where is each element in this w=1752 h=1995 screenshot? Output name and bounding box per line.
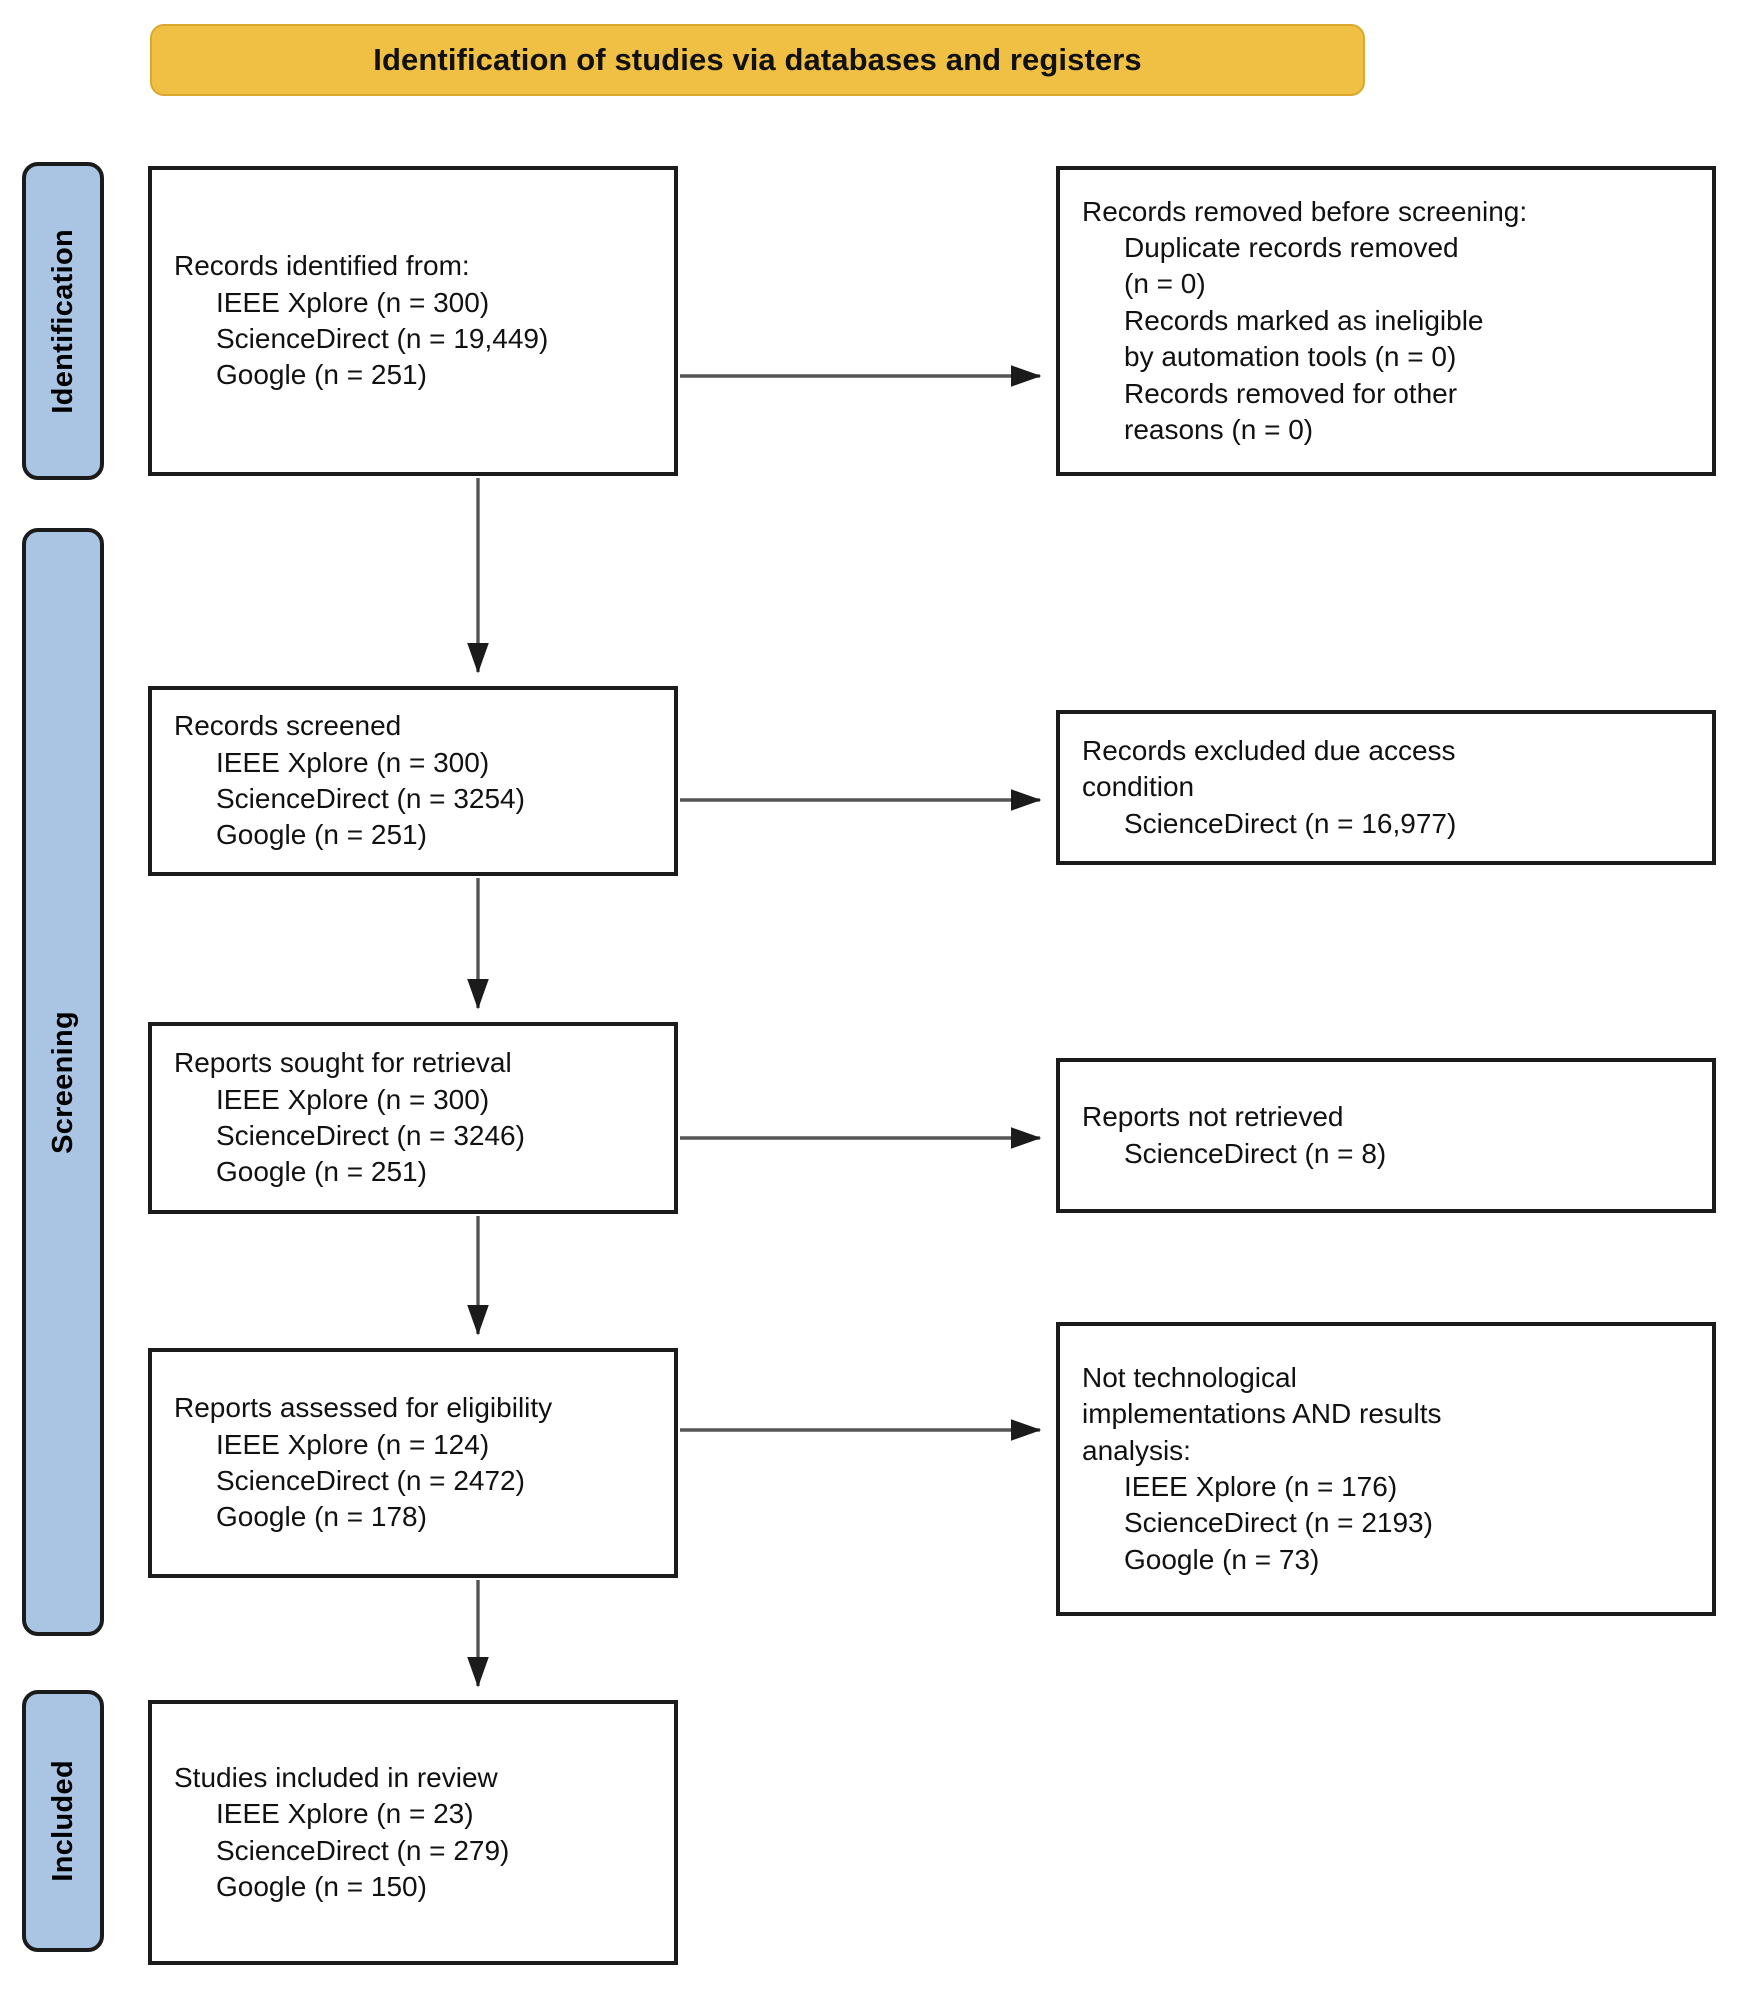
diagram-title: Identification of studies via databases … (373, 42, 1142, 77)
box-studies-included-title: Studies included in review (174, 1761, 498, 1793)
box-reports-assessed-line-1: IEEE Xplore (n = 124) (216, 1428, 490, 1460)
stage-label-screening-text: Screening (46, 1010, 79, 1154)
box-records-removed-line-3: Records marked as ineligible (1124, 304, 1484, 336)
box-reports-assessed-line-3: Google (n = 178) (216, 1501, 427, 1533)
box-reports-not-retrieved: Reports not retrieved ScienceDirect (n =… (1056, 1058, 1716, 1213)
box-records-removed-title-tail: : (1519, 195, 1528, 227)
box-records-removed-title-lead: Records removed (1082, 195, 1311, 227)
box-records-screened-line-3: Google (n = 251) (216, 819, 427, 851)
box-not-technological-line2: implementations AND results (1082, 1398, 1442, 1430)
box-records-excluded-title: Records excluded due access (1082, 734, 1456, 766)
box-reports-not-retrieved-line-1: ScienceDirect (n = 8) (1124, 1137, 1387, 1169)
box-reports-assessed-title: Reports assessed for eligibility (174, 1392, 553, 1424)
box-studies-included-line-2: ScienceDirect (n = 279) (216, 1834, 510, 1866)
box-records-excluded-line-1: ScienceDirect (n = 16,977) (1124, 807, 1457, 839)
box-records-identified-line-3: Google (n = 251) (216, 359, 427, 391)
box-reports-sought-line-3: Google (n = 251) (216, 1156, 427, 1188)
box-records-removed-line-1: Duplicate records removed (1124, 232, 1459, 264)
box-records-removed-title-italic: before screening (1310, 195, 1520, 227)
box-records-screened: Records screened IEEE Xplore (n = 300) S… (148, 686, 678, 876)
box-records-screened-title: Records screened (174, 710, 402, 742)
stage-label-identification: Identification (22, 162, 104, 480)
stage-label-screening: Screening (22, 528, 104, 1636)
box-records-removed-line-6: reasons (n = 0) (1124, 413, 1314, 445)
box-studies-included-line-3: Google (n = 150) (216, 1870, 427, 1902)
box-records-excluded-subtitle: condition (1082, 771, 1195, 803)
box-reports-sought: Reports sought for retrieval IEEE Xplore… (148, 1022, 678, 1214)
box-reports-assessed-line-2: ScienceDirect (n = 2472) (216, 1465, 525, 1496)
box-reports-assessed: Reports assessed for eligibility IEEE Xp… (148, 1348, 678, 1578)
box-records-removed-line-5: Records removed for other (1124, 377, 1458, 409)
box-reports-sought-line-1: IEEE Xplore (n = 300) (216, 1083, 490, 1115)
box-records-identified: Records identified from: IEEE Xplore (n … (148, 166, 678, 476)
box-records-removed-line-2: (n = 0) (1124, 268, 1206, 300)
box-records-identified-line-2: ScienceDirect (n = 19,449) (216, 323, 549, 354)
box-not-technological-line-3: Google (n = 73) (1124, 1543, 1320, 1575)
box-records-screened-line-1: IEEE Xplore (n = 300) (216, 746, 490, 778)
box-records-identified-line-1: IEEE Xplore (n = 300) (216, 286, 490, 318)
box-records-removed: Records removed before screening: Duplic… (1056, 166, 1716, 476)
box-studies-included: Studies included in review IEEE Xplore (… (148, 1700, 678, 1965)
box-reports-sought-title: Reports sought for retrieval (174, 1047, 512, 1079)
box-records-screened-line-2: ScienceDirect (n = 3254) (216, 783, 525, 814)
diagram-header-banner: Identification of studies via databases … (150, 24, 1365, 96)
box-not-technological-line-2: ScienceDirect (n = 2193) (1124, 1507, 1433, 1539)
box-reports-sought-line-2: ScienceDirect (n = 3246) (216, 1120, 525, 1151)
stage-label-identification-text: Identification (46, 228, 79, 414)
stage-label-included-text: Included (46, 1760, 79, 1882)
box-records-removed-line-4: by automation tools (n = 0) (1124, 341, 1457, 373)
box-records-excluded: Records excluded due access condition Sc… (1056, 710, 1716, 865)
box-studies-included-line-1: IEEE Xplore (n = 23) (216, 1798, 474, 1830)
box-not-technological-line-1: IEEE Xplore (n = 176) (1124, 1471, 1398, 1502)
box-not-technological: Not technological implementations AND re… (1056, 1322, 1716, 1616)
box-records-identified-title: Records identified from: (174, 250, 470, 282)
box-not-technological-line3: analysis: (1082, 1434, 1191, 1466)
stage-label-included: Included (22, 1690, 104, 1952)
box-reports-not-retrieved-title: Reports not retrieved (1082, 1101, 1344, 1133)
box-not-technological-title: Not technological (1082, 1361, 1297, 1393)
box-records-removed-title: Records removed before screening: (1082, 194, 1690, 230)
